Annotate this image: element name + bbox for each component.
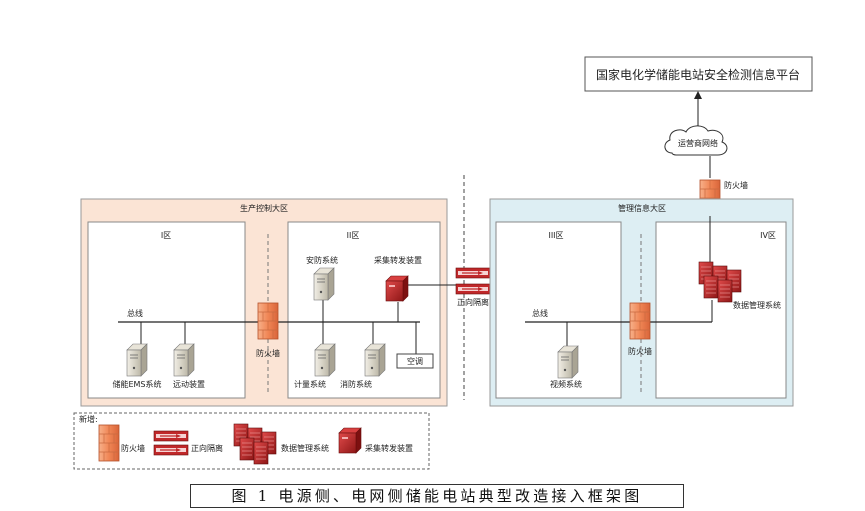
collector-label: 采集转发装置 [374,255,422,265]
isolator-label: 正向隔离 [457,297,489,307]
management-zone-title: 管理信息大区 [618,203,666,213]
cloud-label: 运营商网络 [678,138,718,148]
legend-isolator-icon-2 [153,444,189,456]
video-server-icon [557,345,579,379]
hvac-box [396,353,434,369]
legend-data-management-label: 数据管理系统 [281,443,329,453]
legend-collector-icon [338,427,362,454]
hvac-label: 空调 [407,356,423,366]
ems-server-icon [126,343,148,377]
legend-isolator-icon-1 [153,430,189,442]
production-zone-title: 生产控制大区 [240,203,288,213]
fire-server-icon [364,343,386,377]
zone3-title: III区 [548,231,563,240]
legend-title: 新增: [79,414,98,424]
zone3-bus-label: 总线 [532,308,548,318]
zone2-title: II区 [347,231,360,240]
management-firewall-label: 防火墙 [628,346,652,356]
production-firewall-label: 防火墙 [256,348,280,358]
ems-label: 储能EMS系统 [112,379,161,389]
legend-firewall-label: 防火墙 [121,443,145,453]
isolator-icon-2 [455,283,491,295]
figure-caption: 图 1 电源侧、电网侧储能电站典型改造接入框架图 [190,484,684,508]
zone1-box [87,221,246,399]
isolator-icon-1 [455,267,491,279]
zone1-title: I区 [161,231,171,240]
metering-label: 计量系统 [294,379,326,389]
production-firewall-icon [257,302,279,340]
legend-firewall-icon [98,424,120,462]
zone1-bus-label: 总线 [127,308,143,318]
security-server-icon [313,267,335,301]
metering-server-icon [314,343,336,377]
agc-server-icon [173,343,195,377]
platform-box [584,56,813,92]
cloud-icon [664,125,728,156]
zone4-box [655,221,787,399]
legend-collector-label: 采集转发装置 [365,443,413,453]
video-label: 视频系统 [550,379,582,389]
zone2-box [287,221,441,399]
top-firewall-label: 防火墙 [724,180,748,190]
legend-isolator-label: 正向隔离 [191,443,223,453]
security-label: 安防系统 [306,255,338,265]
data-management-label: 数据管理系统 [733,300,781,310]
fire-label: 消防系统 [340,379,372,389]
collector-device-icon [385,275,409,302]
platform-title: 国家电化学储能电站安全检测信息平台 [596,67,800,82]
management-firewall-icon [629,302,651,340]
zone4-title: IV区 [760,231,776,240]
agc-label: 远动装置 [173,379,205,389]
